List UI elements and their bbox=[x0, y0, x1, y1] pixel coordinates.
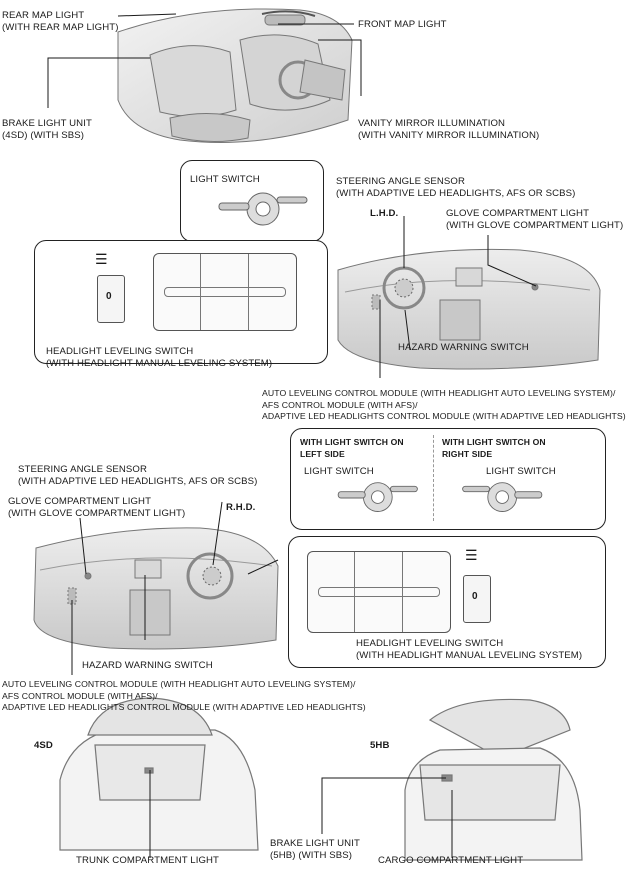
light-switch-rhd-left-label: LIGHT SWITCH bbox=[304, 466, 374, 477]
rhd-leveling-callout: ☰ 0 bbox=[288, 536, 606, 668]
sedan-rear-illustration bbox=[59, 697, 259, 851]
lhd-light-switch-callout bbox=[180, 160, 324, 242]
car-interior-illustration bbox=[117, 8, 353, 143]
cargo-light-label: CARGO COMPARTMENT LIGHT bbox=[378, 855, 524, 866]
leveling-position-label: 0 bbox=[106, 291, 112, 302]
headlight-leveling-lhd-label: HEADLIGHT LEVELING SWITCH (WITH HEADLIGH… bbox=[46, 346, 273, 369]
leveling-switch-panel bbox=[307, 551, 451, 633]
with-light-switch-right-label: WITH LIGHT SWITCH ON RIGHT SIDE bbox=[442, 437, 546, 459]
with-light-switch-left-label: WITH LIGHT SWITCH ON LEFT SIDE bbox=[300, 437, 404, 459]
brake-light-unit-5hb-label: BRAKE LIGHT UNIT (5HB) (WITH SBS) bbox=[270, 838, 360, 861]
headlight-leveling-rhd-label: HEADLIGHT LEVELING SWITCH (WITH HEADLIGH… bbox=[356, 638, 583, 661]
5hb-label: 5HB bbox=[370, 740, 390, 751]
rhd-light-switch-callout bbox=[290, 428, 606, 530]
headlight-leveling-icon: ☰ bbox=[95, 251, 108, 267]
glove-compartment-lhd-label: GLOVE COMPARTMENT LIGHT (WITH GLOVE COMP… bbox=[446, 208, 624, 231]
leveling-switch-dial[interactable]: 0 bbox=[463, 575, 491, 623]
rhd-label: R.H.D. bbox=[226, 502, 256, 513]
hazard-lhd-label: HAZARD WARNING SWITCH bbox=[398, 342, 529, 353]
light-switch-lhd-label: LIGHT SWITCH bbox=[190, 174, 260, 185]
steering-angle-sensor-rhd-label: STEERING ANGLE SENSOR (WITH ADAPTIVE LED… bbox=[18, 464, 258, 487]
auto-leveling-rhd-label: AUTO LEVELING CONTROL MODULE (WITH HEADL… bbox=[2, 679, 366, 712]
leveling-switch-dial[interactable]: 0 bbox=[97, 275, 125, 323]
lhd-leveling-callout: ☰ 0 bbox=[34, 240, 328, 364]
rhd-dashboard-illustration bbox=[33, 527, 279, 650]
lhd-label: L.H.D. bbox=[370, 208, 399, 219]
headlight-leveling-icon: ☰ bbox=[465, 547, 478, 563]
steering-angle-sensor-lhd-label: STEERING ANGLE SENSOR (WITH ADAPTIVE LED… bbox=[336, 176, 576, 199]
lhd-dashboard-illustration bbox=[337, 248, 601, 370]
leveling-switch-panel bbox=[153, 253, 297, 331]
4sd-label: 4SD bbox=[34, 740, 53, 751]
front-map-light-label: FRONT MAP LIGHT bbox=[358, 19, 447, 30]
rear-map-light-label: REAR MAP LIGHT (WITH REAR MAP LIGHT) bbox=[2, 10, 119, 33]
light-switch-rhd-right-label: LIGHT SWITCH bbox=[486, 466, 556, 477]
glove-compartment-rhd-label: GLOVE COMPARTMENT LIGHT (WITH GLOVE COMP… bbox=[8, 496, 186, 519]
brake-light-unit-4sd-label: BRAKE LIGHT UNIT (4SD) (WITH SBS) bbox=[2, 118, 92, 141]
trunk-light-label: TRUNK COMPARTMENT LIGHT bbox=[76, 855, 220, 866]
light-switch-icon bbox=[462, 482, 543, 512]
hazard-rhd-label: HAZARD WARNING SWITCH bbox=[82, 660, 213, 671]
leader-lines bbox=[47, 13, 537, 858]
light-switch-icon bbox=[337, 482, 418, 512]
leveling-position-label: 0 bbox=[472, 591, 478, 602]
vanity-mirror-label: VANITY MIRROR ILLUMINATION (WITH VANITY … bbox=[358, 118, 540, 141]
auto-leveling-lhd-label: AUTO LEVELING CONTROL MODULE (WITH HEADL… bbox=[262, 388, 626, 421]
hatchback-rear-illustration bbox=[404, 698, 583, 861]
light-switch-icon bbox=[218, 192, 308, 226]
